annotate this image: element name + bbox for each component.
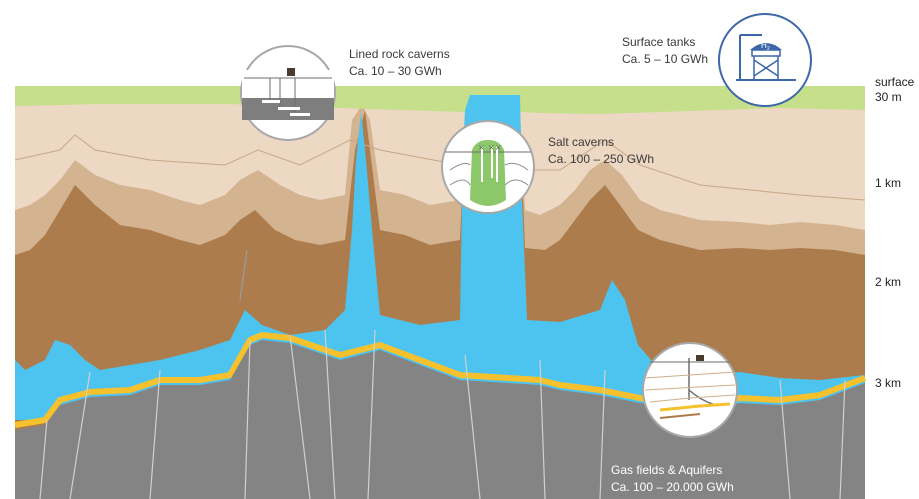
salt-formation: [15, 95, 865, 420]
svg-text:××: ××: [488, 143, 501, 152]
surface-tank-icon: H 2: [718, 13, 812, 107]
layer-boundary-line: [14, 134, 866, 201]
light-sediment-layer: [15, 86, 865, 230]
lined-rock-caverns-capacity: Ca. 10 – 30 GWh: [349, 64, 442, 78]
surface-tanks-capacity: Ca. 5 – 10 GWh: [622, 52, 709, 66]
svg-text:×: ×: [478, 143, 485, 152]
surface-grass: [15, 86, 865, 114]
lined-rock-caverns-title: Lined rock caverns: [349, 47, 450, 61]
depth-label-3km: 3 km: [875, 376, 902, 390]
gas-fields-title: Gas fields & Aquifers: [611, 463, 723, 477]
surface-tanks-title: Surface tanks: [622, 35, 696, 49]
depth-label-1km: 1 km: [875, 176, 902, 190]
fault-lines: [39, 249, 846, 499]
salt-caverns-title: Salt caverns: [548, 135, 615, 149]
h2-label: H: [761, 41, 767, 50]
lined-rock-cavern-icon: [240, 45, 336, 141]
gas-fields-capacity: Ca. 100 – 20.000 GWh: [611, 480, 734, 494]
depth-label-2km: 2 km: [875, 275, 902, 289]
depth-label-30m: 30 m: [875, 90, 902, 104]
gas-field-icon: [642, 342, 738, 438]
depth-label-surface: surface: [875, 75, 915, 89]
salt-cavern-icon: × ××: [441, 120, 535, 214]
h2-subscript: 2: [767, 46, 770, 52]
basement-rock: [15, 340, 865, 499]
salt-caverns-capacity: Ca. 100 – 250 GWh: [548, 152, 655, 166]
